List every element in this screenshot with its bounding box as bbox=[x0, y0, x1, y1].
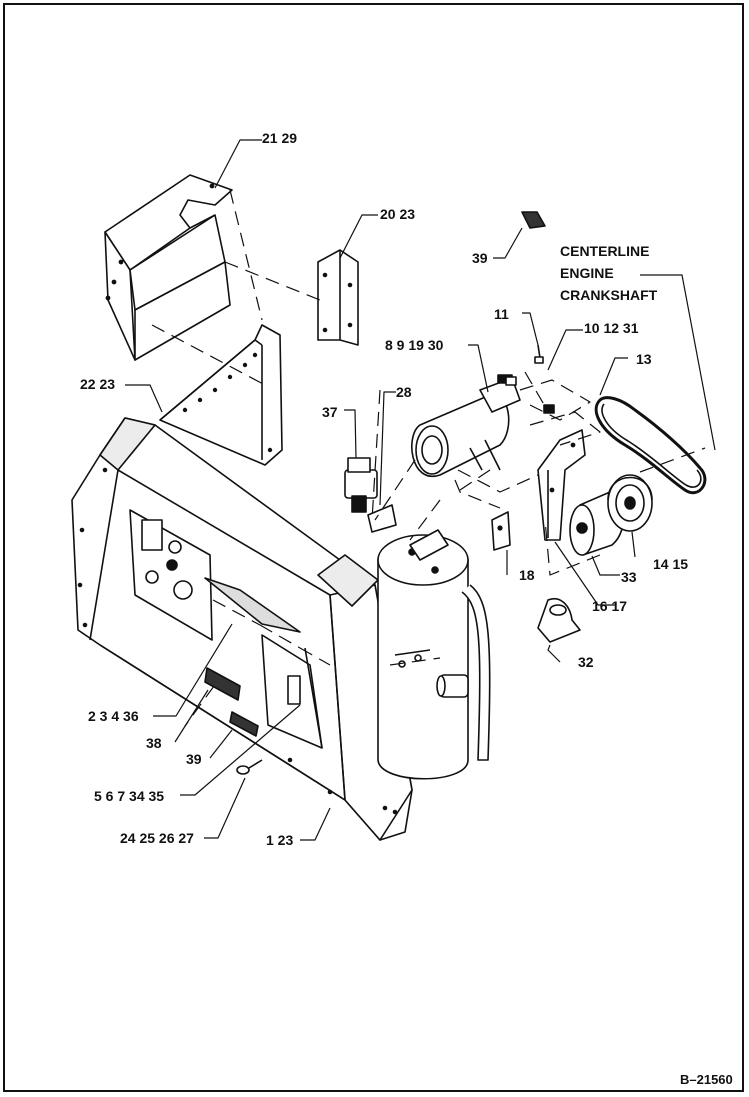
label-14-15: 14 15 bbox=[653, 556, 689, 572]
label-18: 18 bbox=[519, 567, 535, 583]
label-33: 33 bbox=[621, 569, 637, 585]
small-bracket bbox=[491, 511, 511, 551]
label-11: 11 bbox=[494, 306, 509, 322]
label-16-17: 16 17 bbox=[592, 598, 628, 614]
label-21-29: 21 29 bbox=[262, 130, 298, 146]
label-2-3-4-36: 2 3 4 36 bbox=[88, 708, 139, 724]
label-39-top: 39 bbox=[472, 250, 488, 266]
label-10-12-31: 10 12 31 bbox=[584, 320, 639, 336]
centerline-line-2: ENGINE bbox=[560, 265, 614, 281]
top-cover-shield bbox=[104, 174, 233, 361]
label-20-23: 20 23 bbox=[380, 206, 416, 222]
drive-belt bbox=[594, 396, 707, 494]
relay bbox=[344, 457, 378, 513]
label-13: 13 bbox=[636, 351, 652, 367]
main-housing bbox=[71, 417, 413, 841]
drawing-reference-number: B–21560 bbox=[680, 1072, 733, 1087]
angle-bracket bbox=[317, 249, 359, 346]
relay-bracket bbox=[367, 504, 397, 533]
decal-top bbox=[521, 211, 546, 229]
label-28: 28 bbox=[396, 384, 412, 400]
centerline-line-1: CENTERLINE bbox=[560, 243, 650, 259]
engine-mount bbox=[537, 598, 581, 643]
label-1-23: 1 23 bbox=[266, 832, 294, 848]
label-39-bottom: 39 bbox=[186, 751, 202, 767]
bolt-11 bbox=[534, 344, 544, 364]
air-cleaner-canister bbox=[377, 529, 491, 780]
label-32: 32 bbox=[578, 654, 594, 670]
label-8-9-19-30: 8 9 19 30 bbox=[385, 337, 444, 353]
crank-pulley bbox=[607, 474, 653, 532]
rear-panel bbox=[159, 324, 283, 466]
drawing-border bbox=[3, 3, 744, 1092]
label-37: 37 bbox=[322, 404, 338, 420]
centerline-line-3: CRANKSHAFT bbox=[560, 287, 658, 303]
air-cleaner bbox=[411, 374, 521, 478]
label-22-23: 22 23 bbox=[80, 376, 116, 392]
key bbox=[236, 759, 263, 775]
mounting-bracket bbox=[537, 429, 586, 541]
label-5-6-7-34-35: 5 6 7 34 35 bbox=[94, 788, 165, 804]
label-24-25-26-27: 24 25 26 27 bbox=[120, 830, 194, 846]
centerline-note: CENTERLINE ENGINE CRANKSHAFT bbox=[560, 240, 657, 306]
label-38: 38 bbox=[146, 735, 162, 751]
nut-hardware bbox=[505, 376, 555, 414]
